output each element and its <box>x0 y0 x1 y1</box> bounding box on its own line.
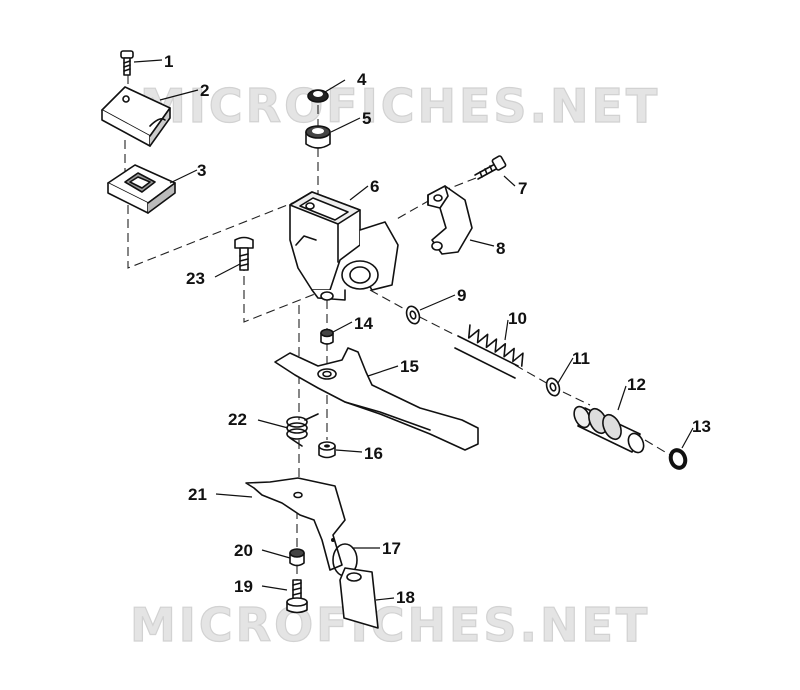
nut-part-16 <box>318 441 336 459</box>
spring-part-10 <box>454 324 524 379</box>
leader-lines <box>133 59 694 601</box>
callout-6: 6 <box>370 177 379 196</box>
callout-9: 9 <box>457 286 466 305</box>
watermark-top: MICROFICHES.NET <box>140 79 660 133</box>
callout-1: 1 <box>164 52 173 71</box>
washer-part-4 <box>307 89 329 103</box>
tag-part-18 <box>339 567 379 629</box>
washer-part-9 <box>405 305 421 325</box>
callout-7: 7 <box>518 179 527 198</box>
torsion-spring-part-22 <box>286 413 319 447</box>
nut-part-14 <box>320 328 334 345</box>
reservoir-cover-part-2 <box>101 86 171 147</box>
diaphragm-part-3 <box>107 164 176 214</box>
bolt-part-7 <box>474 155 507 180</box>
bolt-part-19 <box>286 579 308 614</box>
callout-19: 19 <box>234 577 253 596</box>
boot-part-5 <box>305 125 331 149</box>
callout-23: 23 <box>186 269 205 288</box>
callout-labels: 1 2 3 4 5 6 7 8 9 10 11 12 13 14 15 16 1… <box>164 52 711 607</box>
switch-bracket-part-21 <box>245 477 346 571</box>
screw-part-1 <box>120 50 134 76</box>
callout-4: 4 <box>357 70 367 89</box>
piston-part-12 <box>573 405 645 454</box>
master-cylinder-body-part-6 <box>289 191 399 301</box>
o-ring-part-13 <box>668 448 688 470</box>
callout-14: 14 <box>354 314 373 333</box>
callout-17: 17 <box>382 539 401 558</box>
washer-part-11 <box>545 377 561 397</box>
assembly-lines <box>124 75 671 580</box>
callout-12: 12 <box>627 375 646 394</box>
callout-16: 16 <box>364 444 383 463</box>
callout-22: 22 <box>228 410 247 429</box>
callout-8: 8 <box>496 239 505 258</box>
callout-3: 3 <box>197 161 206 180</box>
nut-part-20 <box>289 548 305 567</box>
callout-5: 5 <box>362 109 371 128</box>
callout-15: 15 <box>400 357 419 376</box>
callout-18: 18 <box>396 588 415 607</box>
bolt-part-23 <box>234 236 254 271</box>
callout-2: 2 <box>200 81 209 100</box>
callout-13: 13 <box>692 417 711 436</box>
clamp-part-8 <box>427 185 473 255</box>
callout-20: 20 <box>234 541 253 560</box>
brake-lever-part-15 <box>274 347 479 451</box>
callout-21: 21 <box>188 485 207 504</box>
callout-10: 10 <box>508 309 527 328</box>
callout-11: 11 <box>572 349 590 368</box>
watermark-bottom: MICROFICHES.NET <box>130 598 650 652</box>
